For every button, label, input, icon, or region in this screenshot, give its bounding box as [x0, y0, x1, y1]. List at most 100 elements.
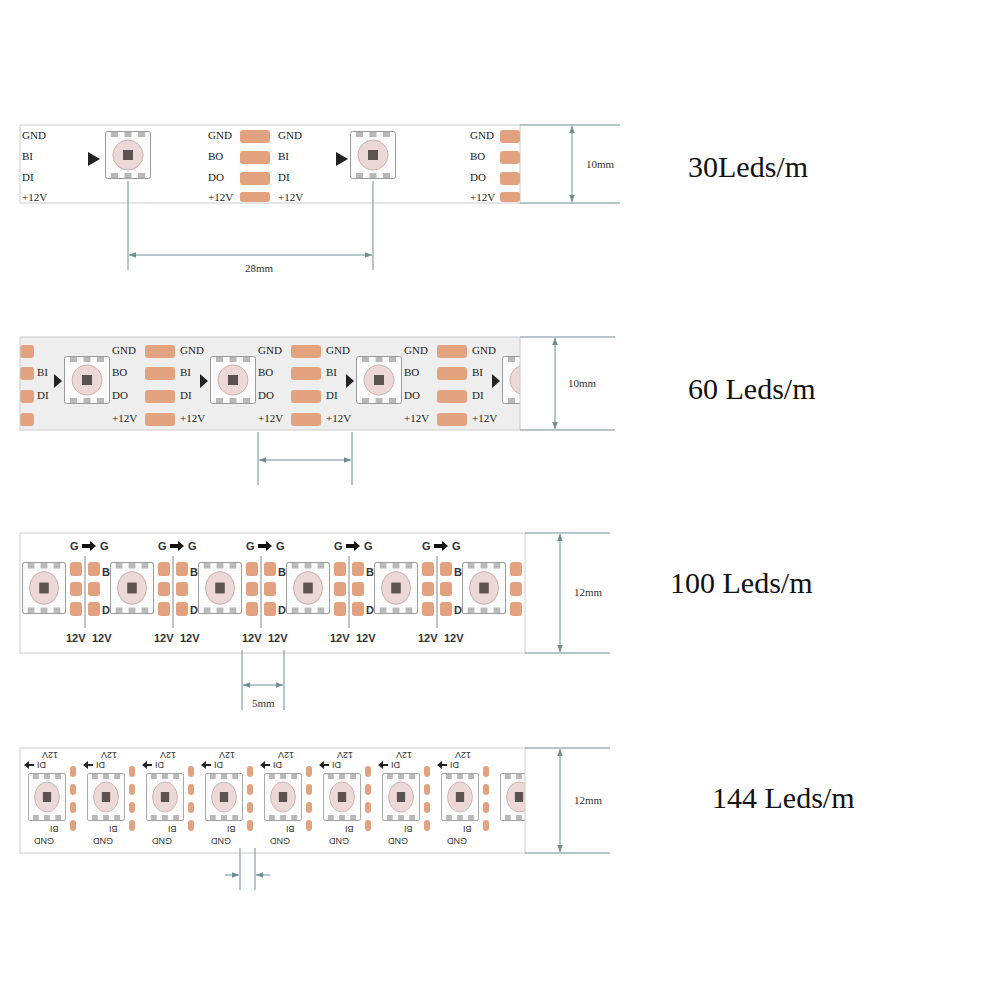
strip-144-part-part [129, 766, 135, 777]
pin-label: G [364, 540, 373, 552]
strip-100-part-part [422, 602, 434, 616]
strip-100-part [22, 563, 65, 614]
strip-100-part-part [158, 602, 170, 616]
strip-100-part-part [246, 582, 258, 596]
strip-100-part [198, 563, 241, 614]
strip-144-part-part [306, 802, 312, 813]
strip-100-part-part [346, 541, 360, 551]
pin-label: DI [214, 760, 223, 770]
strip-100-part [82, 541, 448, 551]
pin-label: 12V [242, 632, 262, 644]
dimension-lines-part [242, 650, 243, 710]
pin-label: G [246, 540, 255, 552]
pin-label: GND [22, 129, 46, 141]
pin-label: G [188, 540, 197, 552]
strip-144-part [28, 774, 65, 821]
strip-100-part-part [70, 562, 82, 576]
dimension-label: 10mm [568, 377, 596, 389]
pin-label: +12V [22, 191, 47, 203]
strip-144-part-part [247, 820, 253, 831]
strip-144-part-part [483, 784, 489, 795]
strip-60-part-part [291, 345, 321, 358]
pin-label: BO [470, 150, 485, 162]
pin-label: B [366, 566, 374, 578]
strip-100-part [70, 562, 522, 616]
strip-144-part [146, 774, 183, 821]
strip-100-part-part [510, 562, 522, 576]
pin-label: DI [391, 760, 400, 770]
dimension-lines-part [225, 875, 239, 876]
strip-144-part-part [378, 761, 388, 769]
strip-144-part [264, 774, 301, 821]
pin-label: 12V [330, 632, 350, 644]
strip-100-part-part [440, 562, 452, 576]
pin-label: DI [472, 389, 484, 401]
strip-144-border [20, 748, 525, 853]
pin-label: DI [37, 389, 49, 401]
pin-label: 12V [180, 632, 200, 644]
strip-100-part-part [434, 541, 448, 551]
pin-label: BI [345, 824, 354, 834]
strip-144-part [70, 766, 489, 831]
strip-100-part-part [82, 541, 96, 551]
strip-100-part-part [158, 582, 170, 596]
strip-144-part-part [188, 784, 194, 795]
pin-label: 12V [42, 750, 58, 760]
strip-60-part-part [145, 345, 175, 358]
strip-144-part-part [188, 766, 194, 777]
strip-60-part-part [291, 413, 321, 426]
strip-100-part-part [176, 562, 188, 576]
pin-label: GND [388, 836, 408, 846]
pin-label: GND [112, 344, 136, 356]
pin-label: BI [109, 824, 118, 834]
strip-60-part [357, 357, 402, 404]
dimension-lines-part [373, 181, 374, 270]
strip-30-part-part [240, 172, 270, 185]
strip-100-part [462, 563, 505, 614]
strip-144-part-part [306, 766, 312, 777]
strip-60-part [211, 357, 256, 404]
strip-30-part-part [240, 192, 270, 202]
density-label: 100 Leds/m [670, 566, 813, 600]
strip-100-part-part [264, 602, 276, 616]
strip-144-part [500, 774, 525, 821]
pin-label: BI [227, 824, 236, 834]
pin-label: +12V [112, 412, 137, 424]
pin-label: 12V [101, 750, 117, 760]
pin-label: DI [155, 760, 164, 770]
strip-144-part [441, 774, 478, 821]
strip-100-part-part [70, 582, 82, 596]
strip-30-part [88, 152, 100, 166]
strip-30-part-part [500, 130, 520, 143]
pin-label: 12V [418, 632, 438, 644]
strip-100-part-part [510, 582, 522, 596]
pin-label: +12V [258, 412, 283, 424]
pin-label: DI [180, 389, 192, 401]
strip-100-part-part [334, 582, 346, 596]
pin-label: DI [37, 760, 46, 770]
dimension-lines-part [259, 460, 351, 461]
density-label: 144 Leds/m [712, 781, 855, 815]
strip-30-part-part [500, 172, 520, 185]
strip-144-part-part [365, 766, 371, 777]
strip-100-part-part [264, 582, 276, 596]
pin-label: 12V [337, 750, 353, 760]
strip-144-part-part [70, 784, 76, 795]
strip-60-part [20, 337, 520, 430]
pin-label: BI [37, 366, 48, 378]
strip-144-part-part [424, 820, 430, 831]
pin-label: 12V [92, 632, 112, 644]
strip-100-part-part [261, 556, 262, 628]
strip-60-part-part [437, 390, 467, 403]
dimension-lines-part [525, 748, 610, 749]
strip-144-part [20, 748, 525, 853]
strip-100-part-part [352, 582, 364, 596]
dimension-label: 5mm [252, 697, 275, 709]
pin-label: +12V [180, 412, 205, 424]
pin-label: +12V [326, 412, 351, 424]
strip-144-part-part [142, 761, 152, 769]
pin-label: B [190, 566, 198, 578]
strip-60-part-part [437, 413, 467, 426]
strip-144-part-part [70, 766, 76, 777]
